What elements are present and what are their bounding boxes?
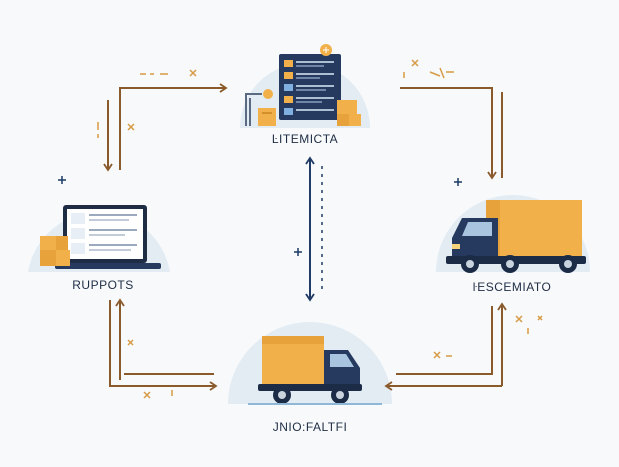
decorative-sparkles	[97, 59, 543, 399]
decorative-stars	[58, 176, 462, 256]
top-node-label: ĿITEMICTA	[271, 132, 339, 146]
delivery-truck-icon	[446, 200, 586, 273]
arrow-right-to-bottom-upper	[396, 306, 493, 375]
arrow-top-to-right	[400, 87, 497, 180]
right-node-label: ŀESCEMIATO	[472, 280, 552, 294]
arrow-left-to-top	[119, 83, 228, 170]
laptop-with-boxes-icon	[40, 205, 161, 269]
bottom-node-label: ЈNIO:FALTFI	[272, 420, 348, 434]
warehouse-dashboard-icon	[245, 44, 361, 126]
left-node-label: RUPPOTS	[72, 278, 134, 292]
arrow-left-to-bottom	[109, 300, 218, 391]
cargo-truck-icon	[248, 336, 382, 405]
